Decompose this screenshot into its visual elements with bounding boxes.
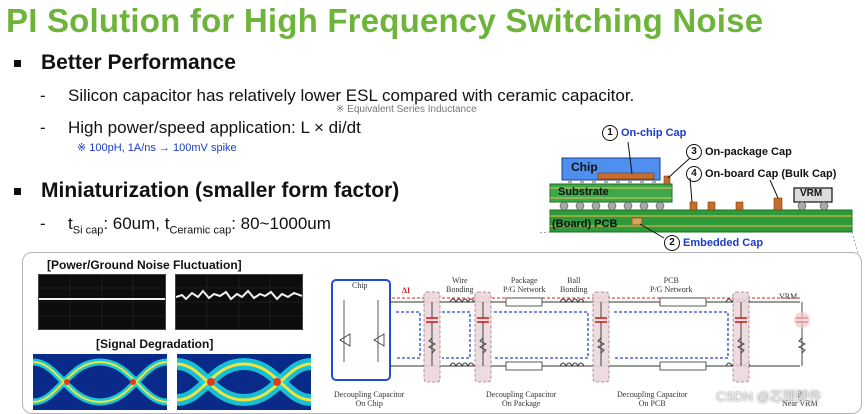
on-chip-cap (597, 172, 655, 180)
pdn-circuit-schematic (331, 279, 810, 383)
pcb-label: (Board) PCB (552, 218, 618, 230)
substrate-label: Substrate (558, 186, 609, 198)
on-board-cap (735, 201, 744, 211)
package-cross-section (540, 141, 859, 253)
power-noise-scope-noisy (175, 274, 303, 330)
circuit-vrm-label: VRM (779, 292, 798, 301)
signal-degradation-title: [Signal Degradation] (96, 337, 214, 351)
watermark: CSDN @芯理硬件 (716, 389, 822, 404)
dash-marker: - (40, 86, 46, 105)
esl-statement: Silicon capacitor has relatively lower E… (68, 86, 635, 105)
section-heading-performance: Better Performance (41, 51, 236, 74)
on-board-cap (707, 201, 716, 211)
slide-title: PI Solution for High Frequency Switching… (6, 2, 764, 39)
dash-marker: - (40, 214, 46, 233)
power-speed-statement: High power/speed application: L × di/dt (68, 118, 361, 137)
power-noise-scope-flat (38, 274, 166, 330)
vrm-block (793, 187, 833, 203)
chip-block (331, 279, 391, 381)
thickness-comparison: tSi cap: 60um, tCeramic cap: 80~1000um (68, 214, 331, 237)
bullet-marker (14, 60, 21, 67)
on-board-cap (689, 201, 698, 211)
chip-label: Chip (571, 160, 598, 174)
bullet-marker (14, 188, 21, 195)
noise-fluctuation-title: [Power/Ground Noise Fluctuation] (47, 258, 242, 272)
eye-diagram-degraded (177, 354, 311, 410)
solder-balls (559, 201, 665, 211)
bulk-cap (773, 197, 783, 211)
esl-footnote: ※ Equivalent Series Inductance (336, 104, 477, 115)
on-package-cap (663, 175, 671, 185)
delta-i-label: ΔI (402, 286, 411, 295)
vrm-label: VRM (800, 188, 823, 199)
dash-marker: - (40, 118, 46, 137)
micro-bumps (568, 180, 656, 184)
circuit-chip-label: Chip (352, 281, 368, 290)
eye-diagram-clean (33, 354, 167, 410)
section-heading-miniaturization: Miniaturization (smaller form factor) (41, 179, 400, 202)
embedded-cap (631, 217, 643, 226)
spike-footnote: ※ 100pH, 1A/ns → 100mV spike (77, 142, 237, 154)
